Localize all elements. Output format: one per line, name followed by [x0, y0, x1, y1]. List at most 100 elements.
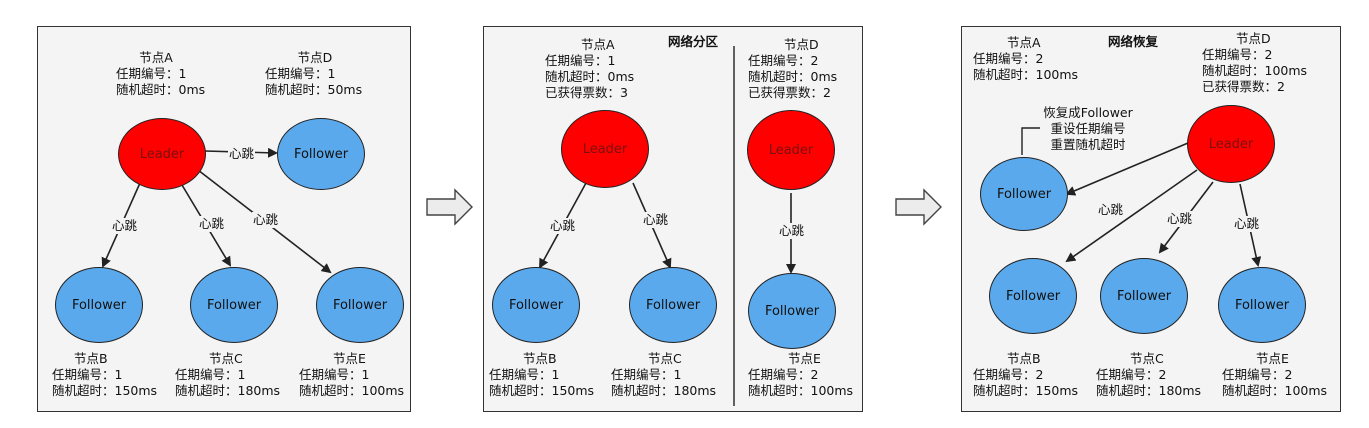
- p1-node-b-info: 节点B 任期编号：1 随机超时：150ms: [52, 351, 157, 399]
- p1-node-b-timeout: 随机超时：150ms: [52, 383, 158, 398]
- p1-node-c-term: 任期编号：1: [175, 367, 246, 382]
- p2-node-a-timeout: 随机超时：0ms: [545, 69, 635, 84]
- p2-node-b-name: 节点B: [523, 351, 557, 366]
- p3-node-a-timeout: 随机超时：100ms: [973, 67, 1079, 82]
- p3-node-e-timeout: 随机超时：100ms: [1222, 383, 1328, 398]
- p2-title: 网络分区: [668, 34, 719, 49]
- p3-node-c-name: 节点C: [1130, 351, 1164, 366]
- p2-node-d-leader: Leader: [747, 110, 835, 190]
- p1-node-d-name: 节点D: [297, 50, 333, 65]
- p2-node-d-info: 节点D 任期编号：2 随机超时：0ms 已获得票数：2: [748, 37, 837, 101]
- p1-node-b-term: 任期编号：1: [52, 367, 123, 382]
- p2-node-b-timeout: 随机超时：150ms: [489, 383, 595, 398]
- p1-node-a-term: 任期编号：1: [116, 66, 187, 81]
- p3-node-d-timeout: 随机超时：100ms: [1202, 63, 1308, 78]
- p3-node-e-term: 任期编号：2: [1222, 367, 1293, 382]
- p3-note-line-1: 恢复成Follower: [1043, 105, 1133, 120]
- p1-heartbeat-label-ad: 心跳: [228, 146, 256, 162]
- p1-node-b-follower: Follower: [55, 267, 143, 343]
- p3-node-c-info: 节点C 任期编号：2 随机超时：180ms: [1096, 351, 1201, 399]
- p1-node-c-info: 节点C 任期编号：1 随机超时：180ms: [175, 351, 280, 399]
- p2-node-c-follower: Follower: [629, 267, 717, 343]
- p2-node-a-leader: Leader: [561, 110, 649, 188]
- p1-node-d-info: 节点D: [275, 50, 355, 66]
- p3-heartbeat-label-de: 心跳: [1233, 216, 1261, 232]
- p1-node-a-info: 节点A: [116, 50, 196, 66]
- p3-node-c-timeout: 随机超时：180ms: [1096, 383, 1202, 398]
- p2-node-e-info: 节点E 任期编号：2 随机超时：100ms: [748, 351, 853, 399]
- transition-arrow-1: [426, 188, 473, 226]
- p2-node-d-term: 任期编号：2: [748, 53, 819, 68]
- p1-node-d-term: 任期编号：1: [265, 66, 336, 81]
- p3-node-b-follower: Follower: [989, 258, 1077, 334]
- p3-node-d-info: 节点D 任期编号：2 随机超时：100ms 已获得票数：2: [1202, 31, 1307, 95]
- p2-node-a-term: 任期编号：1: [545, 53, 616, 68]
- p1-node-d-timeout: 随机超时：50ms: [265, 82, 363, 97]
- p3-heartbeat-label-dc: 心跳: [1166, 211, 1194, 227]
- p1-node-e-timeout: 随机超时：100ms: [299, 383, 405, 398]
- p1-heartbeat-label-ab: 心跳: [111, 218, 139, 234]
- p1-node-a-name: 节点A: [139, 50, 173, 65]
- p2-node-e-term: 任期编号：2: [748, 367, 819, 382]
- p2-node-d-timeout: 随机超时：0ms: [748, 69, 838, 84]
- p3-node-a-term: 任期编号：2: [973, 51, 1044, 66]
- p2-node-a-name: 节点A: [581, 37, 615, 52]
- p3-note-line-3: 重置随机超时: [1050, 137, 1126, 152]
- p2-node-c-info: 节点C 任期编号：1 随机超时：180ms: [611, 351, 716, 399]
- p3-node-e-follower: Follower: [1218, 267, 1306, 343]
- p3-node-a-info: 节点A 任期编号：2 随机超时：100ms: [973, 35, 1078, 83]
- p2-node-e-follower: Follower: [748, 273, 836, 349]
- p3-node-b-term: 任期编号：2: [973, 367, 1044, 382]
- p3-node-d-votes: 已获得票数：2: [1202, 79, 1285, 94]
- p3-node-a-name: 节点A: [1007, 35, 1041, 50]
- p1-node-a-timeout: 随机超时：0ms: [116, 82, 206, 97]
- p2-node-c-timeout: 随机超时：180ms: [611, 383, 717, 398]
- p1-node-b-name: 节点B: [74, 351, 108, 366]
- p1-heartbeat-label-ae: 心跳: [252, 212, 280, 228]
- p1-heartbeat-label-ac: 心跳: [198, 216, 226, 232]
- p2-node-d-votes: 已获得票数：2: [748, 85, 831, 100]
- p2-node-e-timeout: 随机超时：100ms: [748, 383, 854, 398]
- p1-node-c-follower: Follower: [190, 267, 278, 343]
- p2-node-e-name: 节点E: [788, 351, 821, 366]
- p2-node-a-info: 节点A 任期编号：1 随机超时：0ms 已获得票数：3: [545, 37, 634, 101]
- p2-heartbeat-label-ab: 心跳: [549, 218, 577, 234]
- transition-arrow-2: [895, 188, 942, 226]
- p1-node-a-leader: Leader: [118, 118, 206, 190]
- p3-node-d-term: 任期编号：2: [1202, 47, 1273, 62]
- p2-node-d-name: 节点D: [784, 37, 819, 52]
- p1-node-e-term: 任期编号：1: [299, 367, 370, 382]
- p2-node-c-name: 节点C: [648, 351, 682, 366]
- p3-node-b-name: 节点B: [1007, 351, 1041, 366]
- p3-recovery-note: 恢复成Follower 重设任期编号 重置随机超时: [1036, 105, 1140, 153]
- p3-node-e-info: 节点E 任期编号：2 随机超时：100ms: [1222, 351, 1327, 399]
- p1-node-e-name: 节点E: [333, 351, 366, 366]
- p3-node-b-info: 节点B 任期编号：2 随机超时：150ms: [973, 351, 1078, 399]
- p1-node-e-follower: Follower: [316, 267, 404, 343]
- p2-node-b-info: 节点B 任期编号：1 随机超时：150ms: [489, 351, 594, 399]
- p3-node-d-leader: Leader: [1187, 105, 1275, 183]
- p3-node-c-follower: Follower: [1100, 258, 1188, 334]
- p3-note-line-2: 重设任期编号: [1050, 121, 1126, 136]
- p1-node-d-follower: Follower: [277, 118, 365, 190]
- edge-d-a-p3: [1065, 142, 1189, 196]
- p3-title: 网络恢复: [1108, 34, 1159, 49]
- p2-node-b-follower: Follower: [492, 267, 580, 343]
- p3-node-d-name: 节点D: [1236, 31, 1271, 46]
- p2-node-b-term: 任期编号：1: [489, 367, 560, 382]
- p1-node-a-stats: 任期编号：1 随机超时：0ms: [116, 66, 205, 98]
- p1-node-c-name: 节点C: [209, 351, 243, 366]
- p2-heartbeat-label-de: 心跳: [778, 223, 806, 239]
- p3-heartbeat-label-db: 心跳: [1097, 202, 1125, 218]
- p1-node-d-stats: 任期编号：1 随机超时：50ms: [265, 66, 362, 98]
- p3-node-c-term: 任期编号：2: [1096, 367, 1167, 382]
- p3-node-e-name: 节点E: [1256, 351, 1289, 366]
- note-bracket: [1021, 127, 1040, 155]
- p3-node-a-follower: Follower: [980, 157, 1068, 231]
- p2-node-c-term: 任期编号：1: [611, 367, 682, 382]
- p2-node-a-votes: 已获得票数：3: [545, 85, 628, 100]
- p1-node-c-timeout: 随机超时：180ms: [175, 383, 281, 398]
- p3-node-b-timeout: 随机超时：150ms: [973, 383, 1079, 398]
- p2-heartbeat-label-ac: 心跳: [642, 212, 670, 228]
- p1-node-e-info: 节点E 任期编号：1 随机超时：100ms: [299, 351, 404, 399]
